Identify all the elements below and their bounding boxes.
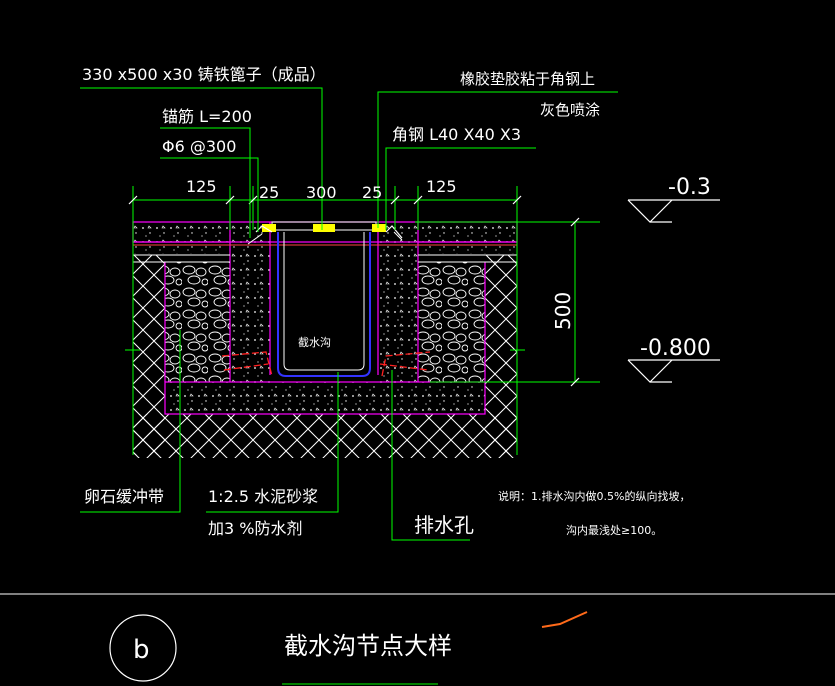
elevation-marks <box>627 199 720 383</box>
dimension-lines <box>125 186 600 455</box>
drain-pipes <box>221 351 431 377</box>
mortar-label: 1:2.5 水泥砂浆 <box>208 487 318 506</box>
layer-lines <box>133 244 517 263</box>
soil-hatch <box>133 255 517 458</box>
gravel-buffer <box>165 262 485 382</box>
rebar-spec-label: Φ6 @300 <box>162 137 236 156</box>
dim-125-right: 125 <box>426 177 457 196</box>
leader-lines <box>80 87 618 541</box>
title-index: b <box>133 635 150 665</box>
dim-125-left: 125 <box>186 177 217 196</box>
channel-inner <box>283 232 365 371</box>
channel-liner <box>277 232 371 377</box>
elevation-top: -0.3 <box>668 175 711 200</box>
dim-300: 300 <box>306 183 337 202</box>
rebar-length-label: 锚筋 L=200 <box>162 107 252 126</box>
dim-25-left: 25 <box>259 183 279 202</box>
note-line-2: 沟内最浅处≥100。 <box>566 523 662 537</box>
note-line-1: 说明：1.排水沟内做0.5%的纵向找坡， <box>498 489 690 503</box>
index-circle <box>109 614 177 682</box>
gravel-buffer-label: 卵石缓冲带 <box>84 487 164 506</box>
drain-hole-label: 排水孔 <box>414 513 474 537</box>
channel-label: 截水沟 <box>298 335 331 349</box>
dim-depth: 500 <box>551 292 575 330</box>
rubber-pad-label: 橡胶垫胶粘于角钢上 <box>460 70 595 88</box>
grate-label: 330 x500 x30 铸铁篦子（成品） <box>82 65 326 84</box>
paint-label: 灰色喷涂 <box>540 101 600 119</box>
orange-mark <box>541 611 588 628</box>
elevation-bottom: -0.800 <box>640 336 711 361</box>
drawing-title: 截水沟节点大样 <box>284 632 452 660</box>
angle-steel-label: 角钢 L40 X40 X3 <box>392 125 521 144</box>
waterproof-label: 加3 %防水剂 <box>208 519 302 538</box>
dim-25-right: 25 <box>362 183 382 202</box>
